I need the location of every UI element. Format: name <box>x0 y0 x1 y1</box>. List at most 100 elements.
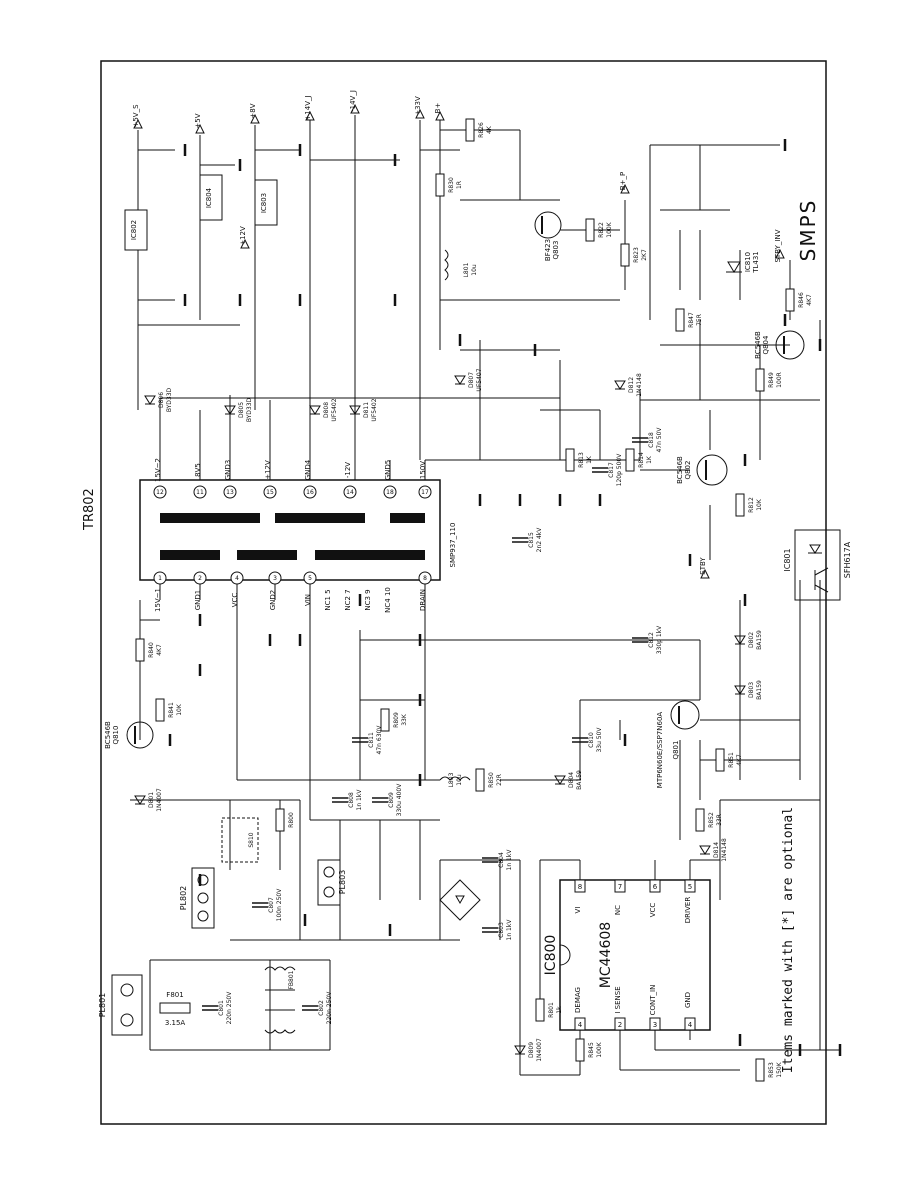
connector-pl801: PL801 <box>98 974 143 1036</box>
component-value: 47n 50V <box>656 427 663 453</box>
connector-pl803: PL803 <box>317 859 347 906</box>
component-value: 220n 250V <box>326 991 333 1025</box>
transformer-pin-name: GND5 <box>384 460 392 481</box>
transistor-q810-part: BC546B <box>104 721 112 749</box>
rail--12v: +12V <box>239 226 250 249</box>
transformer-top-pins: 1215V~2118V513GND315+12V16GND414-12V18GN… <box>153 458 432 499</box>
transformer-pin-number: 5 <box>308 575 312 582</box>
transformer-pin <box>263 485 277 499</box>
transformer-pin-name: GND3 <box>224 460 232 481</box>
rail-label: B+_P <box>619 172 627 190</box>
component-ref: R851 <box>728 752 735 768</box>
component-r800: R800 <box>275 808 295 832</box>
component-value: 4K7 <box>156 644 163 656</box>
component-ref: C807 <box>268 897 275 913</box>
component-ref: R853 <box>768 1062 775 1078</box>
transformer-pin-name: GND1 <box>194 590 202 611</box>
inductor-l801 <box>444 249 449 281</box>
component-ref: C801 <box>218 1000 225 1016</box>
optocoupler-ref: IC801 <box>783 548 792 571</box>
component-ref: R850 <box>488 772 495 788</box>
fuse-ref: F801 <box>166 991 183 999</box>
component-ref: R845 <box>588 1042 595 1058</box>
shunt-part: TL431 <box>752 251 760 274</box>
controller-pin-name: DEMAG <box>574 987 582 1013</box>
component-value: BA159 <box>756 630 763 650</box>
controller-pin-name: GND <box>684 992 692 1008</box>
mosfet-part: MTP6N60E/SSP7N60A <box>656 712 664 789</box>
regulator-ic803-label: IC803 <box>260 193 268 213</box>
component-ref: R841 <box>168 702 175 718</box>
rail-stby: STBY <box>699 557 710 579</box>
controller-pin-name: CONT_IN <box>649 985 657 1016</box>
rail-label: -14V_J <box>349 90 357 112</box>
component-ref: C802 <box>318 1000 325 1016</box>
controller-pin-name: VCC <box>649 903 657 918</box>
component-value: 1R <box>456 181 463 189</box>
rail-label: STBY_INV <box>774 229 782 262</box>
rail--14v-j: -14V_J <box>349 90 360 114</box>
diagram-title: SMPS <box>796 199 820 262</box>
component-ref: C809 <box>388 792 395 808</box>
transformer-pin <box>303 485 317 499</box>
component-ref: R809 <box>393 712 400 728</box>
rail-label: +12V <box>239 226 247 246</box>
controller-pin-number: 7 <box>618 883 622 891</box>
transformer-pin <box>418 485 432 499</box>
controller-pin-name: I SENSE <box>614 986 622 1013</box>
component-ref: D807 <box>468 372 475 388</box>
transformer-pin <box>223 485 237 499</box>
component-value: UF5402 <box>371 398 378 421</box>
component-ref: D809 <box>528 1042 535 1058</box>
component-value: 75R <box>696 314 703 326</box>
component-ref: R840 <box>148 642 155 658</box>
transformer-pin-name: GND4 <box>304 459 312 480</box>
component-value: 4K <box>486 125 493 134</box>
transformer-pin-number: 11 <box>196 489 204 496</box>
transformer-pin <box>193 485 207 499</box>
connector-pl802-label: PL802 <box>179 886 188 911</box>
component-ref: D804 <box>568 772 575 788</box>
transformer-nc-label: NC1 5 <box>324 589 332 610</box>
rail-b-p: B+_P <box>619 172 630 194</box>
component-value: 100n 250V <box>276 888 283 922</box>
component-value: 1n 1kV <box>356 789 363 811</box>
transformer-pin-name: +12V <box>264 460 272 480</box>
controller-pin <box>649 1017 661 1031</box>
transformer-pin-name: GND2 <box>269 590 277 611</box>
component-value: BYD33D <box>246 397 253 422</box>
shunt-regulator-ic810: IC810 TL431 <box>726 251 760 274</box>
transistor-q804-part: BC546B <box>754 331 762 359</box>
mosfet-ref: Q801 <box>672 741 680 760</box>
component-value: BA159 <box>576 770 583 790</box>
controller-pin-number: 8 <box>578 883 582 891</box>
transistor-q810: Q810 BC546B <box>104 721 154 749</box>
rail-label: +8V <box>249 103 257 118</box>
component-ref: R801 <box>548 1002 555 1018</box>
transformer-tr802: 1215V~2118V513GND315+12V16GND414-12V18GN… <box>82 458 457 613</box>
component-value: 100K <box>596 1041 603 1057</box>
controller-pin <box>574 1017 586 1031</box>
inductor-l803 <box>439 776 471 781</box>
connector-pl803-label: PL803 <box>338 870 347 895</box>
rail-label: +5V <box>194 113 202 128</box>
rail--5v-s: +5V_S <box>132 104 143 129</box>
component-value: 4K7 <box>736 754 743 766</box>
transformer-part: SMP937_110 <box>449 523 457 568</box>
